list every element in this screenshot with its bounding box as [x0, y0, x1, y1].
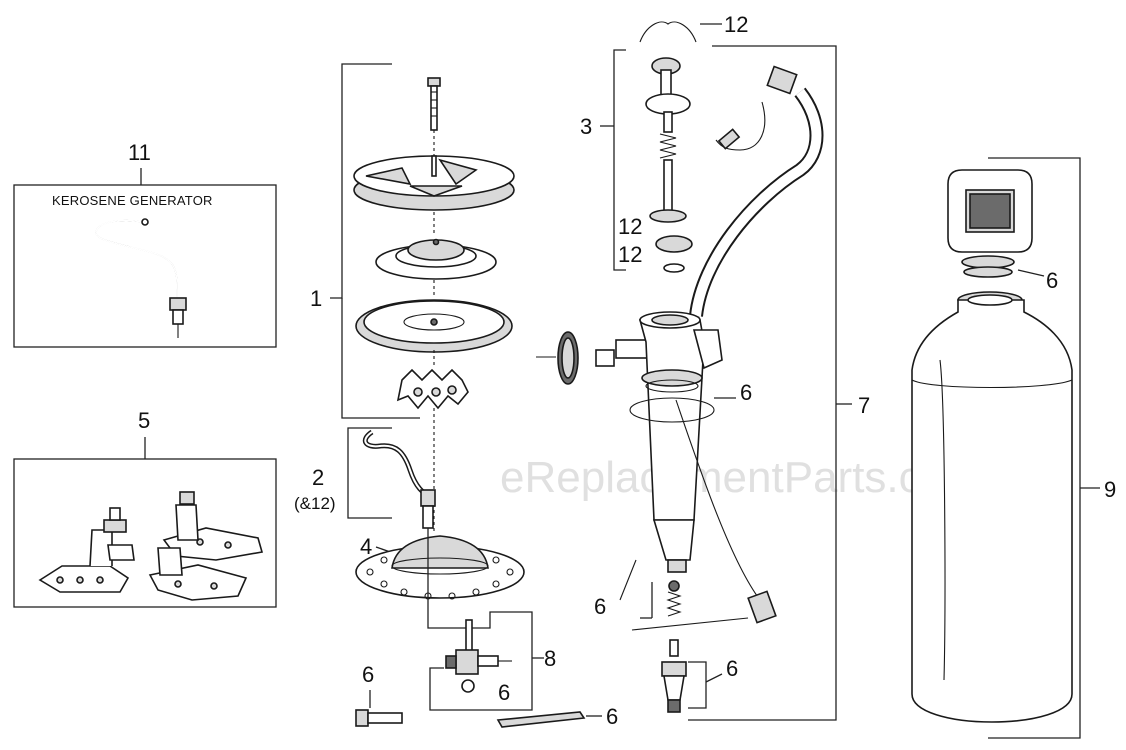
callout-6-oring: 6 [740, 380, 752, 405]
fuel-tank [911, 291, 1073, 723]
kerosene-generator-label: KEROSENE GENERATOR [52, 193, 213, 208]
burner-cap [353, 155, 515, 211]
flat-strip [496, 711, 586, 728]
kerosene-generator-part [95, 218, 187, 338]
callout-3: 3 [580, 114, 592, 139]
fuel-tank-lid [355, 535, 525, 600]
small-screw-group: 6 [355, 662, 403, 727]
fuel-tank-group: 9 6 [911, 157, 1116, 739]
generator-tube [362, 429, 436, 529]
pressure-knob [536, 331, 615, 385]
callout-6-screw: 6 [362, 662, 374, 687]
bracket-group: 5 [13, 408, 277, 608]
callout-12-low: 12 [618, 242, 642, 267]
filler-cap [947, 169, 1033, 278]
fuel-hose [689, 65, 824, 317]
gear-plate [396, 368, 469, 410]
check-valve [640, 580, 682, 657]
callout-5: 5 [138, 408, 150, 433]
dip-tube [675, 399, 761, 601]
callout-6-bottom: 6 [726, 656, 738, 681]
watermark: eReplacementParts.com [500, 453, 982, 502]
pump-cylinder [615, 311, 723, 573]
callout-2-note: (&12) [294, 494, 336, 513]
burner-bracket-right [148, 491, 264, 601]
burner-assembly-group: 1 [310, 63, 515, 534]
clip-12-top [639, 21, 697, 43]
cup-12 [655, 235, 693, 253]
fuel-lid-group: 4 [355, 534, 525, 600]
washer-12 [663, 263, 685, 273]
flat-strip-group: 6 [496, 704, 618, 729]
foot-valve [661, 661, 687, 713]
callout-2: 2 [312, 465, 324, 490]
callout-7: 7 [858, 393, 870, 418]
callout-6-valve: 6 [498, 680, 510, 705]
callout-12-top: 12 [724, 12, 748, 37]
kerosene-generator-group: 11 KEROSENE GENERATOR [13, 140, 277, 348]
callout-9: 9 [1104, 477, 1116, 502]
pump-cylinder-group: 7 [536, 45, 870, 721]
callout-4: 4 [360, 534, 372, 559]
fuel-valve [445, 619, 512, 693]
burner-spreader [375, 238, 497, 280]
pump-plunger [645, 57, 691, 223]
kerosene-generator-box [13, 184, 277, 348]
callout-6-side: 6 [594, 594, 606, 619]
o-ring [629, 397, 715, 423]
generator-tube-group: 2 (&12) [294, 427, 436, 529]
burner-bracket-left [38, 507, 135, 593]
callout-6-strip: 6 [606, 704, 618, 729]
callout-12-mid: 12 [618, 214, 642, 239]
pump-plunger-group: 12 3 12 12 [580, 12, 748, 273]
valve-group: 8 6 [427, 528, 556, 711]
callout-8: 8 [544, 646, 556, 671]
callout-6-tank-top: 6 [1046, 268, 1058, 293]
callout-11: 11 [128, 140, 151, 165]
callout-1: 1 [310, 286, 322, 311]
flame-plate [355, 299, 513, 353]
small-screw [355, 709, 403, 727]
bracket-box [13, 458, 277, 608]
burner-screw [427, 77, 441, 131]
